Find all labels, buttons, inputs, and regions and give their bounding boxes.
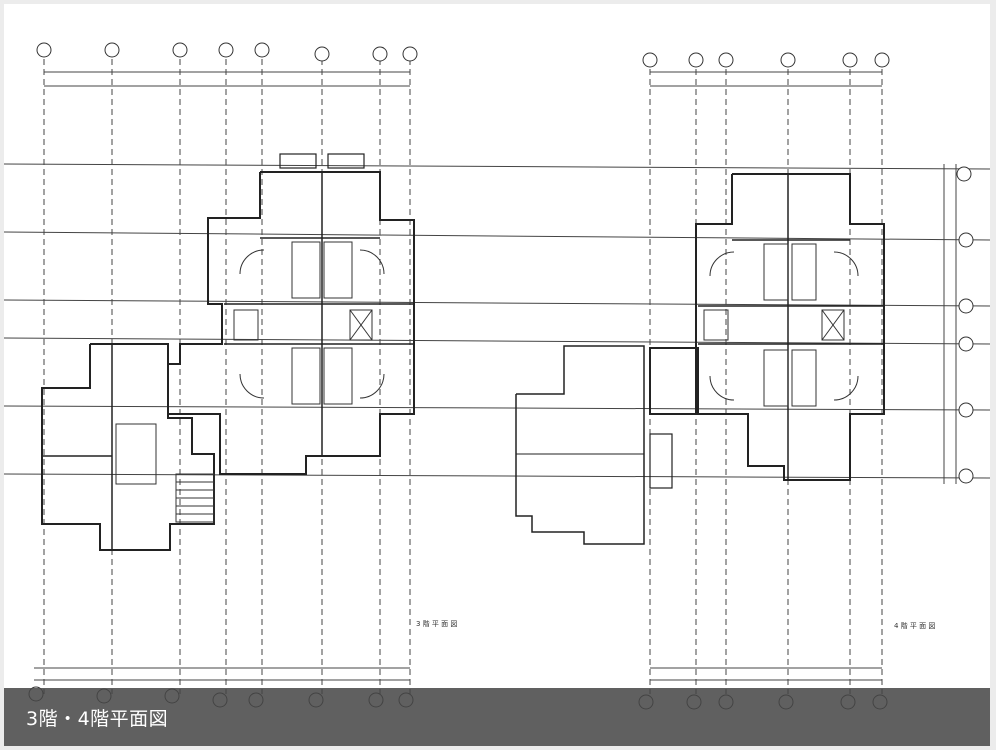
- balcony: [327, 153, 365, 169]
- grid-line: [4, 473, 990, 479]
- balcony: [279, 153, 317, 169]
- roof-outline: [515, 345, 645, 545]
- stair: [233, 309, 259, 341]
- grid-bubble: [958, 232, 974, 248]
- bathroom: [763, 349, 789, 407]
- stair: [649, 433, 673, 489]
- grid-line: [4, 163, 990, 170]
- bathroom: [323, 347, 353, 405]
- grid-bubble: [874, 52, 890, 68]
- grid-bubble: [718, 52, 734, 68]
- bathroom: [115, 423, 157, 485]
- grid-bubble: [172, 42, 188, 58]
- building-outline: [167, 171, 415, 475]
- bathroom: [763, 243, 789, 301]
- grid-bubble: [36, 42, 52, 58]
- bathroom: [791, 243, 817, 301]
- grid-line: [4, 405, 990, 411]
- grid-line: [4, 299, 990, 307]
- grid-bubble: [958, 468, 974, 484]
- bathroom: [323, 241, 353, 299]
- grid-bubble: [254, 42, 270, 58]
- stair: [703, 309, 729, 341]
- caption-bar: 3階・4階平面図: [4, 688, 990, 746]
- bathroom: [291, 347, 321, 405]
- grid-line: [4, 231, 990, 241]
- floor3-title: 3 階 平 面 図: [416, 619, 457, 628]
- grid-bubble: [314, 46, 330, 62]
- caption-title: 3階・4階平面図: [26, 708, 169, 730]
- elevator: [821, 309, 845, 341]
- grid-bubble: [104, 42, 120, 58]
- grid-bubble: [218, 42, 234, 58]
- grid-bubble: [958, 298, 974, 314]
- grid-line: [4, 337, 990, 345]
- floor-plan-drawing: 3 階 平 面 図 4 階 平 面 図: [4, 42, 990, 710]
- grid-bubble: [780, 52, 796, 68]
- drawing-frame: 3 階 平 面 図 4 階 平 面 図 3階・4階平面図: [4, 4, 990, 746]
- bathroom: [791, 349, 817, 407]
- floor4-title: 4 階 平 面 図: [894, 621, 935, 630]
- bathroom: [291, 241, 321, 299]
- building-outline: [649, 173, 885, 481]
- grid-bubble: [688, 52, 704, 68]
- elevator: [349, 309, 373, 341]
- building-outline: [41, 343, 215, 551]
- grid-bubble: [958, 402, 974, 418]
- grid-bubble: [642, 52, 658, 68]
- grid-bubble: [958, 336, 974, 352]
- grid-bubble: [956, 166, 972, 182]
- grid-bubble: [402, 46, 418, 62]
- grid-bubble: [842, 52, 858, 68]
- grid-bubble: [372, 46, 388, 62]
